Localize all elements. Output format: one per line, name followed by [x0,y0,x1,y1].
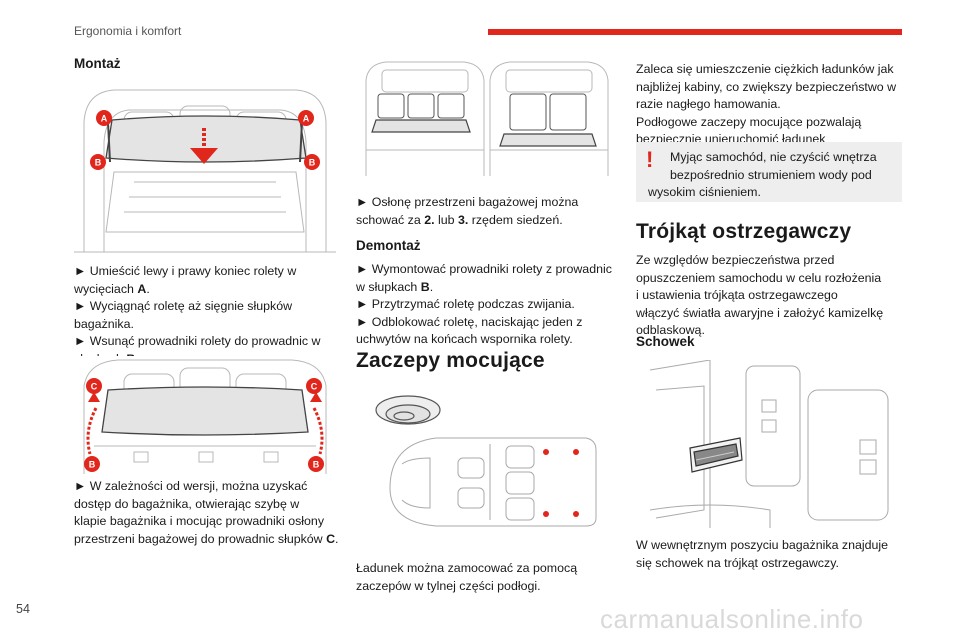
label-markers: A A B B [90,110,320,170]
steps-access: ► W zależności od wersji, można uzyskać … [74,479,339,546]
intro-text: Zaleca się umieszczenie ciężkich ładunkó… [636,62,897,146]
anchor-markers [543,449,579,517]
triangle-storage-slot [689,437,743,473]
label-b-right-2: B [313,460,320,470]
heading-trojkat: Trójkąt ostrzegawczy [636,220,852,243]
header-red-bar [488,29,902,35]
page-number: 54 [16,602,30,616]
warning-box: ! Myjąc samochód, nie czyścić wnętrza be… [636,142,902,202]
watermark: carmanualsonline.info [600,604,864,634]
warning-icon: ! [646,147,654,172]
figure-cover-mounting: A A B B [74,82,336,258]
heading-zaczepy: Zaczepy mocujące [356,349,545,372]
label-c-left: C [91,382,98,392]
figure-cover-pillars: C C B B [74,356,336,474]
triangle-text: Ze względów bezpieczeństwa przed opuszcz… [636,253,884,337]
label-a-left: A [101,114,108,124]
label-b-left: B [95,158,102,168]
schowek-text: W wewnętrznym poszyciu bagażnika znajduj… [636,538,889,570]
label-b-left-2: B [89,460,96,470]
figure-storage-compartment [650,360,902,528]
zaczepy-text: Ładunek można zamocować za pomocą zaczep… [356,561,578,593]
label-c-right: C [311,382,318,392]
steps-montaz: ► Umieścić lewy i prawy koniec rolety w … [74,264,321,366]
section-title: Ergonomia i komfort [74,24,182,38]
label-a-right: A [303,114,310,124]
figure-anchor-points [370,388,606,532]
anchor-ring-icon [375,395,441,425]
heading-schowek: Schowek [636,334,695,349]
figure-cover-stowage [356,60,618,178]
warning-text: Myjąc samochód, nie czyścić wnętrza bezp… [648,150,877,199]
steps-demontaz: ► Wymontować prowadniki rolety z prowadn… [356,262,612,346]
label-b-right: B [309,158,316,168]
heading-demontaz: Demontaż [356,238,421,253]
heading-montaz: Montaż [74,56,121,71]
stow-text: ► Osłonę przestrzeni bagażowej można sch… [356,195,579,227]
